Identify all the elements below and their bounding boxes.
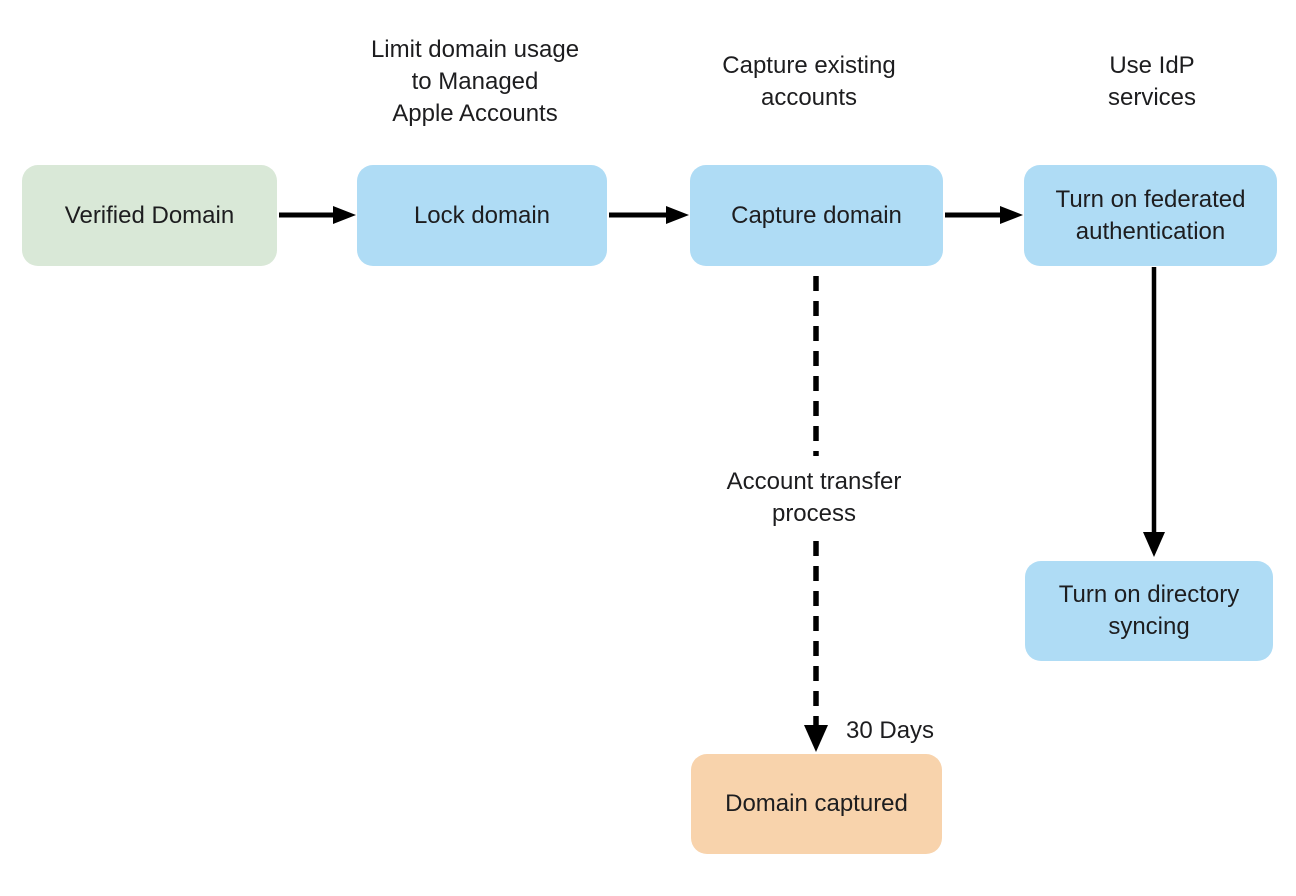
- node-label: Turn on federated authentication: [1055, 185, 1246, 245]
- node-turn-on-federated-authentication: Turn on federated authentication: [1024, 165, 1277, 266]
- arrow-lock-to-capture: [609, 206, 689, 224]
- arrow-verified-to-lock: [279, 206, 356, 224]
- node-label: Verified Domain: [64, 201, 235, 229]
- header-line: services: [1107, 84, 1197, 111]
- arrow-capture-to-federated: [945, 206, 1023, 224]
- node-label: Capture domain: [731, 201, 902, 229]
- arrow-federated-to-directory: [1143, 267, 1165, 557]
- annotation-account-transfer-process: Account transfer process: [694, 466, 934, 530]
- header-line: Capture existing: [722, 52, 896, 79]
- node-turn-on-directory-syncing: Turn on directory syncing: [1025, 561, 1273, 661]
- header-use-idp: Use IdP services: [1032, 50, 1272, 114]
- header-line: accounts: [760, 84, 858, 111]
- header-line: to Managed: [411, 68, 539, 95]
- annotation-line: process: [771, 500, 857, 527]
- node-label: Domain captured: [725, 790, 908, 817]
- node-label: Lock domain: [413, 201, 551, 229]
- header-line: Limit domain usage: [370, 36, 580, 63]
- node-domain-captured: Domain captured: [691, 754, 942, 854]
- header-capture-existing: Capture existing accounts: [689, 50, 929, 114]
- header-line: Use IdP: [1109, 52, 1195, 79]
- header-limit-domain-usage: Limit domain usage to Managed Apple Acco…: [335, 34, 615, 130]
- node-capture-domain: Capture domain: [690, 165, 943, 266]
- header-line: Apple Accounts: [392, 100, 558, 127]
- node-verified-domain: Verified Domain: [22, 165, 277, 266]
- node-label: Turn on directory syncing: [1058, 581, 1240, 640]
- annotation-line: Account transfer: [726, 468, 902, 495]
- node-lock-domain: Lock domain: [357, 165, 607, 266]
- annotation-thirty-days: 30 Days: [846, 717, 935, 744]
